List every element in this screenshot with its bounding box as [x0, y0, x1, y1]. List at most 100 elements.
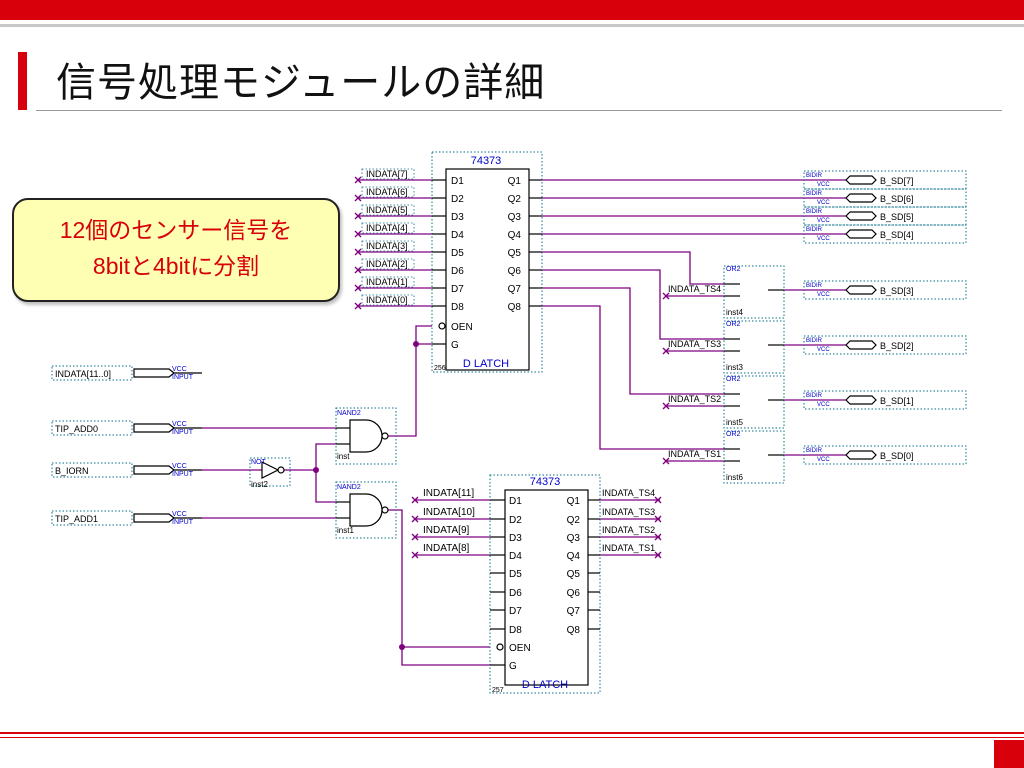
wire-end-stroke: [662, 402, 670, 410]
nand1-in2-wire: [315, 443, 336, 470]
latch1-q-pin: Q5: [508, 248, 522, 259]
bidir-frame: [803, 445, 967, 465]
latch1-q-to-or-wire: [542, 305, 724, 450]
bidir-type-label: BIDIR: [806, 227, 823, 233]
latch1-q-to-or-wire: [542, 251, 724, 285]
or-inst-label: inst4: [726, 308, 743, 317]
wire-end-stroke: [354, 176, 362, 184]
latch1-input-label: INDATA[2]: [366, 259, 408, 269]
wire-end-stroke: [354, 230, 362, 238]
bidir-type-label: BIDIR: [806, 393, 823, 399]
wire-end-stroke: [662, 347, 670, 355]
port-tip-add0-type: INPUT: [172, 429, 194, 436]
callout-line-1: 12個のセンサー信号を: [59, 217, 293, 243]
bidir-port-label: B_SD[2]: [880, 341, 914, 351]
wire-end-mark: [354, 284, 362, 292]
nand1-type: NAND2: [337, 410, 361, 417]
latch2-type-label: D LATCH: [522, 679, 568, 691]
port-tip-add1-symbol: [133, 513, 175, 523]
input-label-frame: [361, 276, 415, 288]
latch2-q-pin: Q2: [567, 515, 581, 526]
latch1-d-pin: D8: [451, 302, 464, 313]
nand1-to-latch1-oen: [415, 325, 432, 344]
latch2-input-label: INDATA[11]: [423, 488, 474, 499]
not-inst-label: inst2: [251, 480, 268, 489]
nand1-body: [349, 419, 383, 453]
wire-end-mark: [411, 496, 419, 504]
input-label-frame: [361, 258, 415, 270]
latch1-q-pin: Q3: [508, 212, 522, 223]
port-tip-add0-label: TIP_ADD0: [55, 424, 98, 434]
bidir-port-label: B_SD[6]: [880, 194, 914, 204]
bidir-vcc-label: VCC: [817, 347, 830, 353]
latch1-oen-pin: OEN: [451, 322, 473, 333]
bidir-symbol: [845, 450, 877, 460]
bidir-port-label: B_SD[1]: [880, 396, 914, 406]
latch1-d-pin: D2: [451, 194, 464, 205]
wire-end-mark: [662, 292, 670, 300]
or-type-label: OR2: [726, 431, 741, 438]
bidir-symbol: [845, 229, 877, 239]
wire-end-mark: [354, 176, 362, 184]
wire-end-mark: [354, 266, 362, 274]
wire-end-mark: [354, 194, 362, 202]
or-ts-input-label: INDATA_TS2: [668, 394, 721, 404]
bidir-frame: [803, 280, 967, 300]
bidir-symbol: [845, 340, 877, 350]
bidir-port-label: B_SD[4]: [880, 230, 914, 240]
bidir-symbol: [845, 395, 877, 405]
latch2-d-pin: D6: [509, 588, 522, 599]
port-b-iorn-frame: [51, 462, 133, 478]
wire-end-stroke: [654, 551, 662, 559]
latch1-q-pin: Q1: [508, 176, 522, 187]
input-label-frame: [361, 240, 415, 252]
latch2-id-label: 257: [492, 687, 504, 694]
wire-end-mark: [662, 457, 670, 465]
or-inst-label: inst6: [726, 473, 743, 482]
bidir-vcc-label: VCC: [817, 218, 830, 224]
latch1-q-pin: Q4: [508, 230, 522, 241]
not-type-label: NOT: [251, 459, 267, 466]
or-ts-input-label: INDATA_TS1: [668, 449, 721, 459]
latch1-type-label: D LATCH: [463, 358, 509, 370]
wire-end-mark: [354, 248, 362, 256]
latch2-oen-pin: OEN: [509, 643, 531, 654]
bidir-frame: [803, 206, 967, 226]
latch2-d-pin: D5: [509, 569, 522, 580]
latch1-d-pin: D1: [451, 176, 464, 187]
latch2-q-pin: Q4: [567, 551, 581, 562]
bidir-type-label: BIDIR: [806, 283, 823, 289]
wire-end-mark: [411, 515, 419, 523]
port-indata-frame: [51, 365, 133, 381]
latch2-oen-bubble: [496, 643, 504, 651]
latch2-g-pin: G: [509, 661, 517, 672]
port-tip-add1-frame: [51, 510, 133, 526]
wire-end-mark: [411, 533, 419, 541]
or-inst-label: inst5: [726, 418, 743, 427]
latch2-q-pin: Q6: [567, 588, 581, 599]
latch1-input-label: INDATA[7]: [366, 169, 408, 179]
bidir-symbol: [845, 211, 877, 221]
latch1-q-to-or-wire: [542, 269, 724, 340]
latch1-frame: [431, 151, 543, 373]
port-b-iorn-symbol: [133, 465, 175, 475]
latch2-input-label: INDATA[10]: [423, 507, 475, 518]
or-type-label: OR2: [726, 376, 741, 383]
port-b-iorn-type: INPUT: [172, 471, 194, 478]
not-frame: [249, 457, 291, 487]
or-type-label: OR2: [726, 266, 741, 273]
wire-junction: [399, 644, 405, 650]
latch2-frame: [489, 474, 601, 694]
callout-line-2: 8bitと4bitに分割: [92, 253, 260, 279]
bidir-symbol: [845, 193, 877, 203]
latch2-q-pin: Q7: [567, 606, 581, 617]
or-inst-label: inst3: [726, 363, 743, 372]
latch1-d-pin: D3: [451, 212, 464, 223]
bidir-port-label: B_SD[7]: [880, 176, 914, 186]
bidir-vcc-label: VCC: [817, 292, 830, 298]
latch1-q-pin: Q2: [508, 194, 522, 205]
latch1-d-pin: D4: [451, 230, 464, 241]
top-accent-bar: [0, 0, 1024, 20]
port-indata-vcc: VCC: [172, 366, 187, 373]
title-marker: [18, 52, 27, 110]
